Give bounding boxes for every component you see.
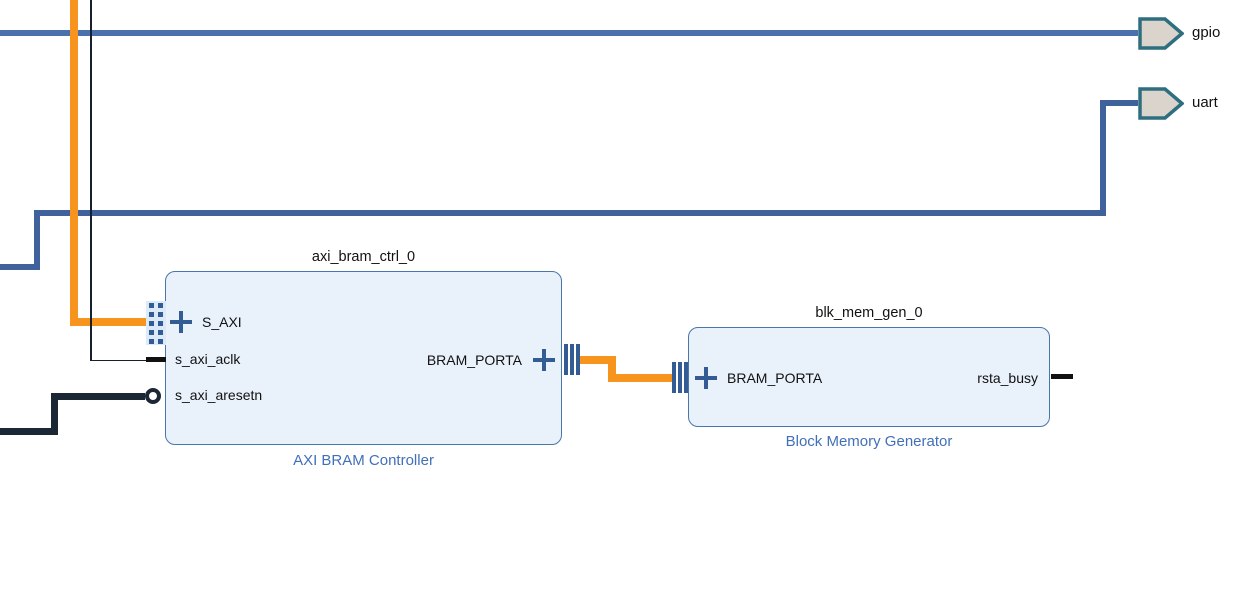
interface-pin-dot [149,330,154,335]
gpio-external-port[interactable] [1138,17,1184,50]
bram-porta-interface-pin[interactable] [564,344,580,375]
expand-plus-icon[interactable] [170,311,192,333]
block-instance-name: blk_mem_gen_0 [815,305,923,321]
net-s-axi-wire[interactable] [70,0,78,326]
pin-label-bram-porta: BRAM_PORTA [727,370,823,386]
interface-pin-dot [149,312,154,317]
interface-pin-bar [684,362,688,393]
uart-external-port[interactable] [1138,87,1184,120]
net-uart-wire[interactable] [1100,100,1106,216]
interface-pin-bar [576,344,580,375]
rsta-busy-pin-stub[interactable] [1051,374,1073,379]
net-uart-wire[interactable] [34,210,1106,216]
net-uart-wire[interactable] [1100,100,1138,106]
interface-pin-dot [158,330,163,335]
net-uart-wire[interactable] [0,264,40,270]
net-bram-wire[interactable] [608,374,672,382]
port-label-uart: uart [1192,94,1218,111]
pin-label-s-axi-aclk: s_axi_aclk [175,351,241,367]
bram-porta-interface-pin[interactable] [672,362,688,393]
net-aclk-wire[interactable] [90,359,148,361]
interface-pin-dot [149,321,154,326]
net-aresetn-wire[interactable] [51,393,145,400]
pin-label-rsta-busy: rsta_busy [977,370,1038,386]
pin-label-bram-porta: BRAM_PORTA [426,352,522,368]
aclk-pin-stub[interactable] [146,357,166,362]
pin-label-s-axi: S_AXI [202,314,242,330]
net-aclk-wire[interactable] [90,0,92,361]
block-blk-mem-gen[interactable] [688,327,1050,427]
expand-plus-icon[interactable] [695,367,717,389]
block-type-label: AXI BRAM Controller [293,452,434,469]
interface-pin-bar [678,362,682,393]
interface-pin-bar [672,362,676,393]
interface-pin-dot [158,321,163,326]
interface-pin-dot [158,303,163,308]
interface-pin-dot [149,339,154,344]
interface-pin-dot [158,312,163,317]
pin-label-s-axi-aresetn: s_axi_aresetn [175,387,263,403]
s-axi-interface-pin[interactable] [146,301,166,345]
reset-inversion-bubble-icon[interactable] [145,388,161,404]
block-type-label: Block Memory Generator [785,433,953,450]
interface-pin-bar [570,344,574,375]
expand-plus-icon[interactable] [533,349,555,371]
port-label-gpio: gpio [1192,24,1221,41]
net-s-axi-wire[interactable] [70,318,148,326]
interface-pin-dot [149,303,154,308]
interface-pin-dot [158,339,163,344]
net-gpio-wire[interactable] [0,30,1138,36]
net-aresetn-wire[interactable] [51,393,58,435]
interface-pin-bar [564,344,568,375]
block-axi-bram-ctrl[interactable] [165,271,562,445]
block-instance-name: axi_bram_ctrl_0 [311,249,416,265]
net-aresetn-wire[interactable] [0,428,58,435]
net-bram-wire[interactable] [579,356,616,364]
net-uart-wire[interactable] [34,213,40,270]
net-bram-wire[interactable] [608,356,616,382]
